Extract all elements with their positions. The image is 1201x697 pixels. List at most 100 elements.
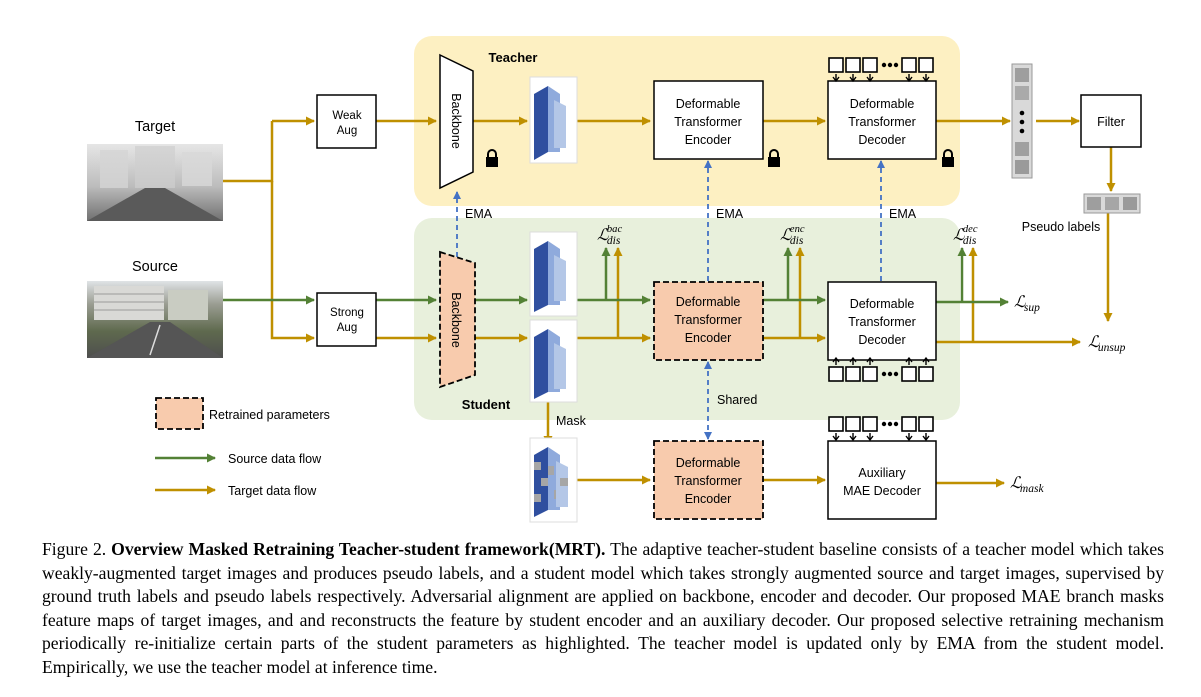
teacher-decoder: Deformable Transformer Decoder (827, 80, 937, 160)
student-encoder: Deformable Transformer Encoder (653, 281, 764, 361)
teacher-encoder: Deformable Transformer Encoder (653, 80, 764, 160)
ema-label-backbone: EMA (465, 207, 493, 221)
svg-text:enc: enc (790, 224, 805, 235)
query-row (828, 356, 934, 382)
svg-text:mask: mask (1020, 483, 1045, 495)
svg-text:dis: dis (963, 235, 977, 247)
svg-text:Transformer: Transformer (674, 115, 742, 129)
filter-box: Filter (1080, 94, 1142, 148)
query-square (828, 366, 844, 382)
svg-text:Target data flow: Target data flow (228, 484, 317, 498)
student-label: Student (462, 397, 511, 412)
svg-text:Deformable: Deformable (676, 456, 741, 470)
target-label: Target (135, 119, 175, 135)
shared-label: Shared (717, 393, 757, 407)
svg-text:dec: dec (963, 224, 978, 235)
query-square (828, 416, 844, 432)
query-square (901, 416, 917, 432)
svg-text:Filter: Filter (1097, 115, 1125, 129)
svg-text:bac: bac (607, 224, 623, 235)
feature-map-teacher (529, 76, 578, 164)
query-square (845, 57, 861, 73)
mask-label: Mask (556, 414, 587, 428)
mrt-framework-diagram: Target Source Teacher Student (87, 36, 1142, 523)
teacher-label: Teacher (489, 50, 538, 65)
svg-text:ℒ: ℒ (1014, 294, 1026, 311)
feature-map-target (529, 319, 578, 403)
query-row (828, 57, 934, 83)
lock-icon (768, 149, 780, 167)
svg-text:ℒ: ℒ (597, 227, 609, 244)
svg-text:dis: dis (790, 235, 804, 247)
pseudo-labels-strip (1083, 193, 1141, 214)
ema-label-encoder: EMA (716, 207, 744, 221)
svg-text:Backbone: Backbone (449, 292, 463, 348)
target-image (87, 144, 223, 221)
query-row (828, 416, 934, 442)
svg-text:Source data flow: Source data flow (228, 452, 322, 466)
target-to-strong-aug (270, 181, 315, 343)
svg-text:Decoder: Decoder (858, 333, 905, 347)
caption-body: The adaptive teacher-student baseline co… (42, 539, 1164, 677)
svg-text:Transformer: Transformer (848, 315, 916, 329)
mae-encoder: Deformable Transformer Encoder (653, 440, 764, 520)
svg-text:sup: sup (1024, 302, 1040, 314)
svg-text:Encoder: Encoder (685, 133, 732, 147)
query-square (862, 366, 878, 382)
query-square (862, 57, 878, 73)
student-decoder: Deformable Transformer Decoder (827, 281, 937, 361)
svg-text:unsup: unsup (1098, 342, 1126, 354)
svg-text:ℒ: ℒ (1010, 475, 1022, 492)
svg-text:Aug: Aug (337, 125, 357, 137)
query-square (918, 366, 934, 382)
query-square (918, 57, 934, 73)
query-square (901, 57, 917, 73)
student-backbone: Backbone (439, 250, 476, 389)
caption-title: Overview Masked Retraining Teacher-stude… (111, 539, 606, 559)
weak-aug-box: Weak Aug (316, 94, 377, 149)
teacher-backbone: Backbone (439, 53, 474, 190)
decoder-query-rows (828, 57, 934, 442)
pseudo-labels-label: Pseudo labels (1022, 220, 1101, 234)
source-image (87, 281, 223, 358)
svg-text:Encoder: Encoder (685, 492, 732, 506)
feature-map-source (529, 231, 578, 317)
strong-aug-box: Strong Aug (316, 292, 377, 347)
svg-text:Aug: Aug (337, 322, 357, 334)
svg-text:Transformer: Transformer (674, 313, 742, 327)
svg-text:Deformable: Deformable (676, 295, 741, 309)
legend: Retrained parameters Source data flow Ta… (155, 397, 330, 498)
auxiliary-mae-decoder: Auxiliary MAE Decoder (827, 440, 937, 520)
query-square (918, 416, 934, 432)
source-label: Source (132, 259, 178, 275)
query-square (901, 366, 917, 382)
teacher-predictions-column (1011, 63, 1033, 179)
query-square (845, 416, 861, 432)
svg-text:Deformable: Deformable (676, 97, 741, 111)
svg-text:dis: dis (607, 235, 621, 247)
query-square (845, 366, 861, 382)
svg-text:Auxiliary: Auxiliary (858, 466, 906, 480)
legend-retrained-swatch (155, 397, 204, 430)
svg-text:Decoder: Decoder (858, 133, 905, 147)
masked-feature-map (529, 437, 578, 523)
svg-text:Deformable: Deformable (850, 297, 915, 311)
svg-text:Backbone: Backbone (449, 93, 463, 149)
caption-prefix: Figure 2. (42, 539, 112, 559)
svg-text:Weak: Weak (332, 110, 361, 122)
svg-text:ℒ: ℒ (953, 227, 965, 244)
svg-text:Encoder: Encoder (685, 331, 732, 345)
svg-text:Strong: Strong (330, 307, 364, 319)
svg-text:MAE Decoder: MAE Decoder (843, 484, 921, 498)
svg-text:Deformable: Deformable (850, 97, 915, 111)
lock-icon (486, 149, 498, 167)
svg-text:Retrained parameters: Retrained parameters (209, 408, 330, 422)
query-square (828, 57, 844, 73)
svg-text:Transformer: Transformer (848, 115, 916, 129)
